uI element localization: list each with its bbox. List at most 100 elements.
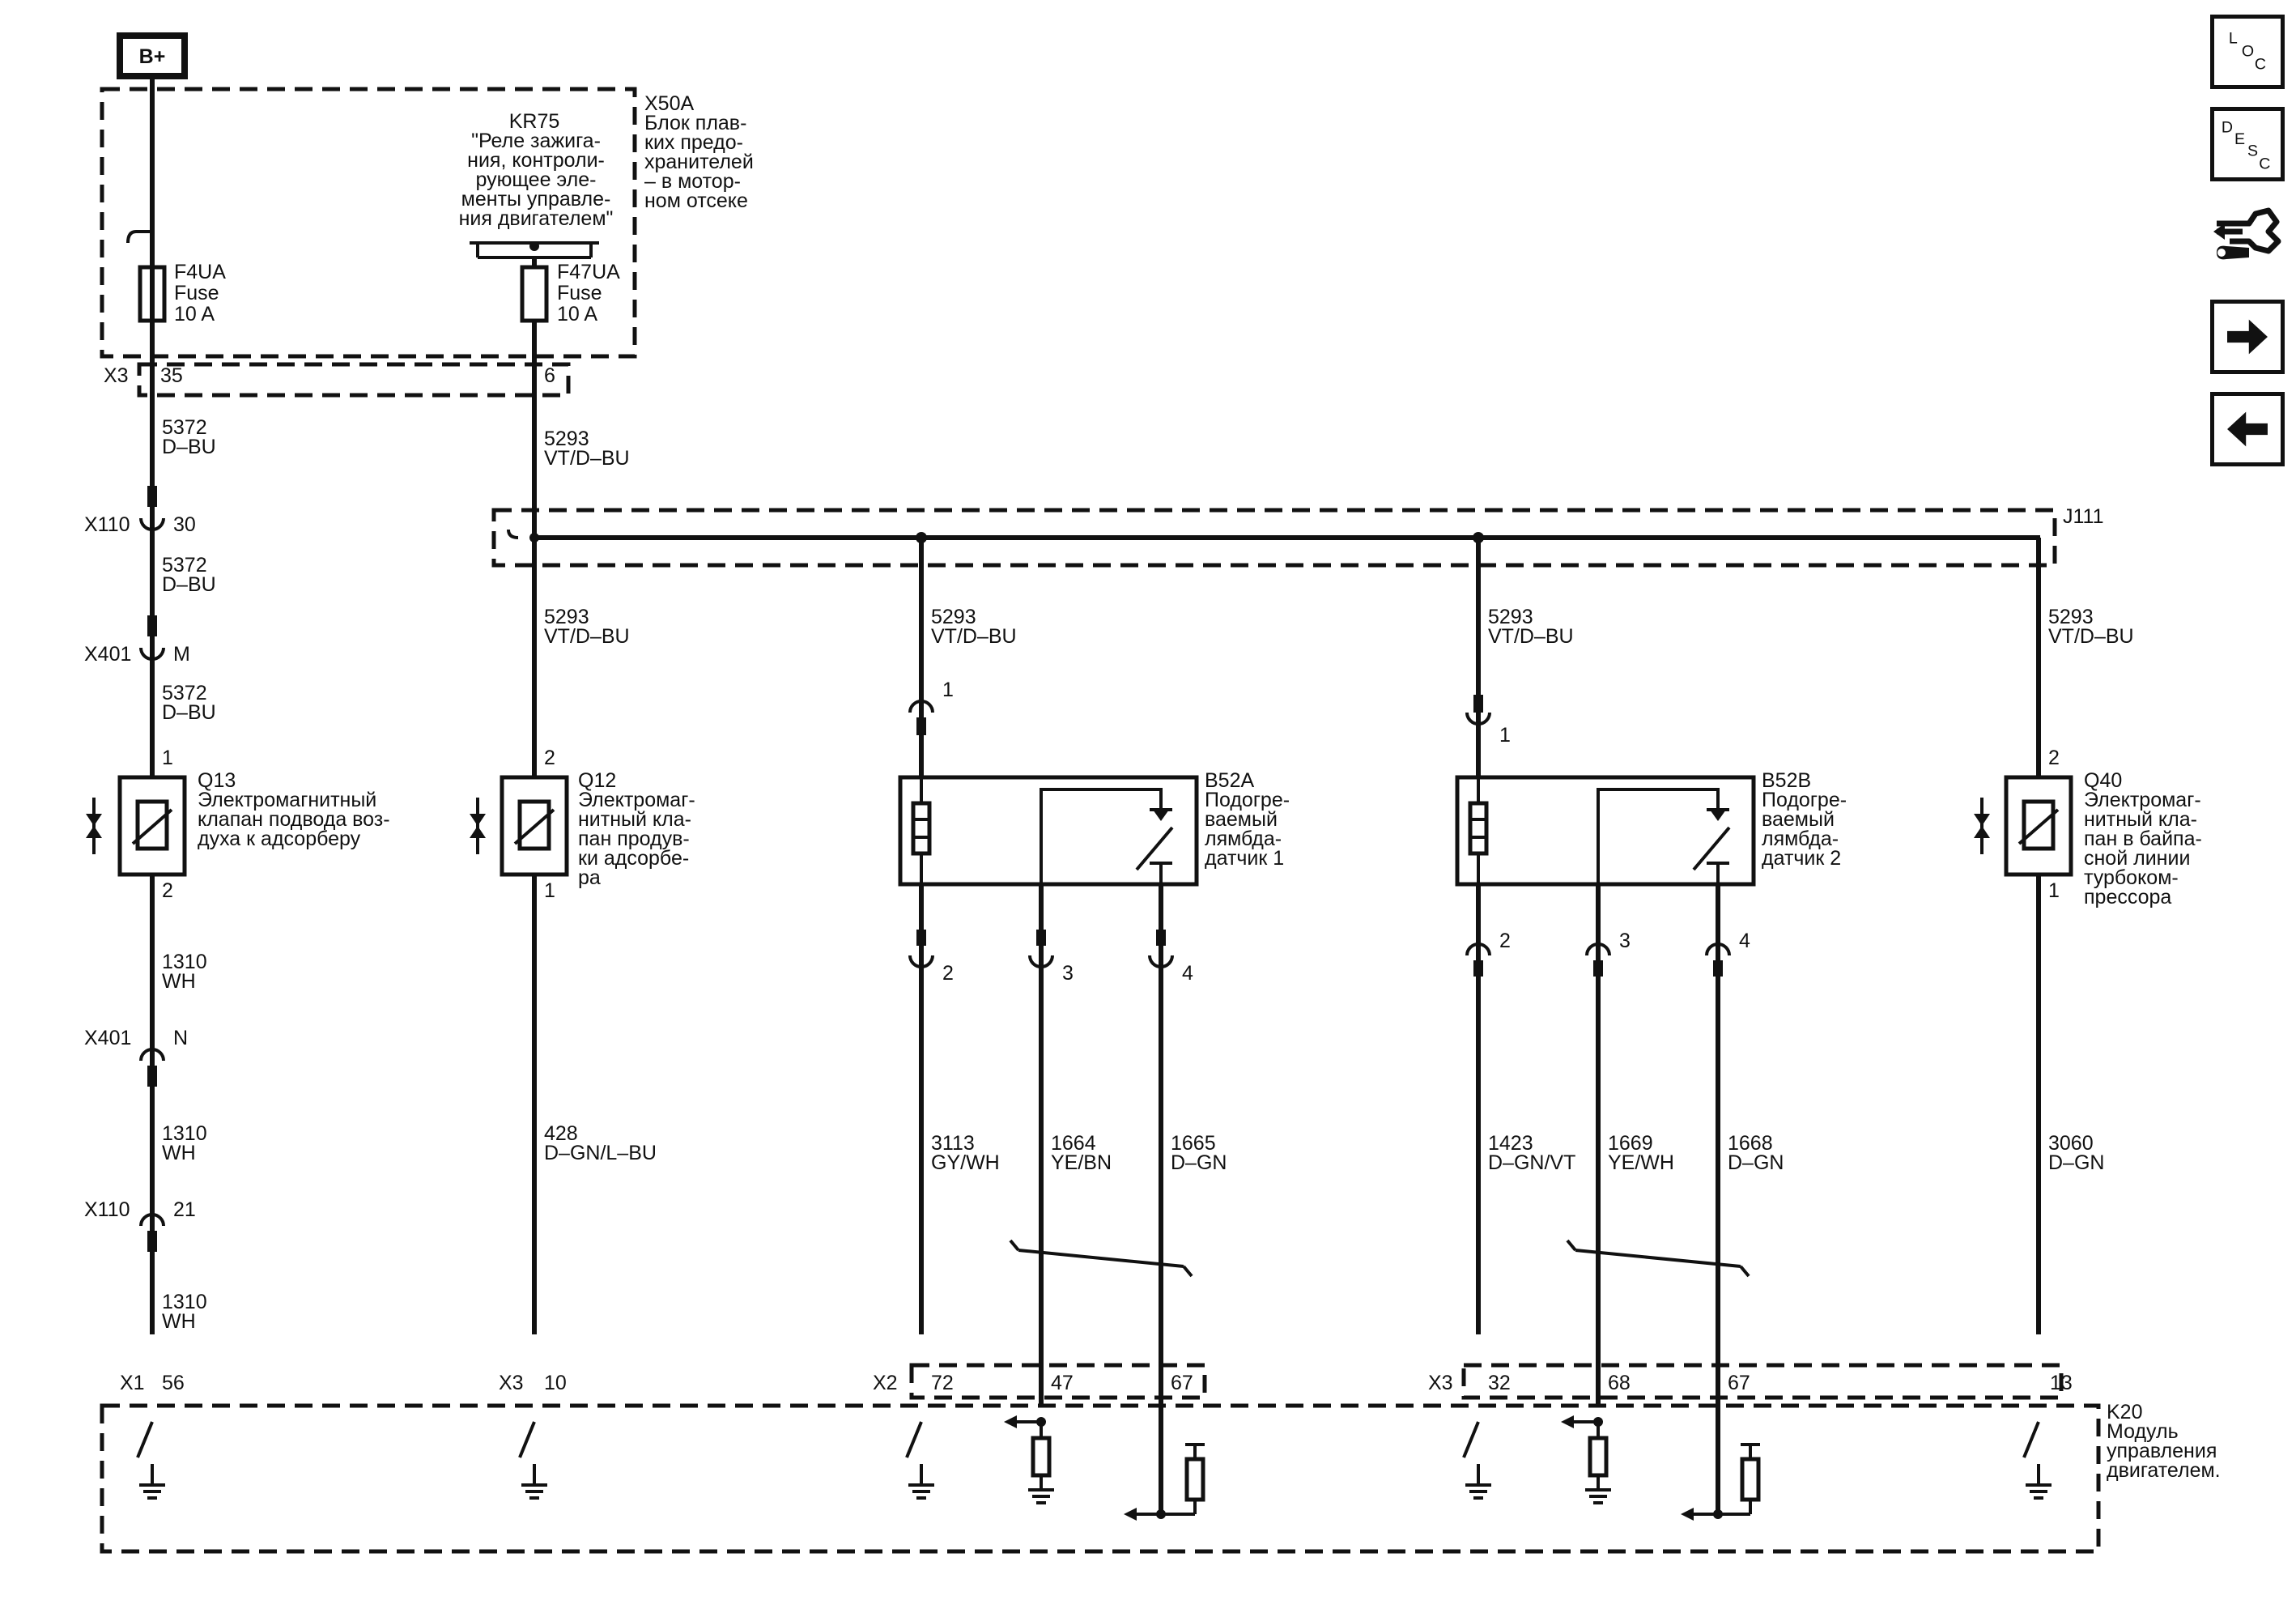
x2-label: X2 [873, 1372, 898, 1394]
svg-text:лямбда-: лямбда- [1762, 828, 1839, 850]
x3-label-right: X3 [1428, 1372, 1453, 1394]
svg-text:Модуль: Модуль [2107, 1420, 2179, 1443]
loc-button[interactable]: L O C [2210, 15, 2285, 89]
svg-text:духа к адсорберу: духа к адсорберу [198, 828, 361, 850]
svg-text:Подогре-: Подогре- [1205, 789, 1290, 811]
b52b-pin-3: 3 [1619, 930, 1631, 952]
x50a-description: Блок плав- ких предо- хранителей – в мот… [644, 112, 754, 212]
x2-connector-outline [909, 1363, 1207, 1400]
svg-text:Электромаг-: Электромаг- [2084, 789, 2201, 811]
svg-text:ном отсеке: ном отсеке [644, 189, 748, 212]
x401-label-a: X401 [84, 643, 131, 666]
b52b-id: B52B [1762, 769, 1811, 792]
wire-1423-color: D–GN/VT [1488, 1151, 1575, 1174]
pin-6: 6 [544, 364, 555, 387]
svg-text:ких предо-: ких предо- [644, 131, 743, 154]
wire-1310-b-color: WH [162, 1142, 196, 1164]
wire-5372-c-num: 5372 [162, 682, 207, 704]
svg-text:ваемый: ваемый [1762, 808, 1835, 831]
svg-text:ра: ра [578, 866, 601, 889]
k20-description: Модуль управления двигателем. [2107, 1420, 2221, 1482]
pin-n: N [173, 1027, 188, 1049]
wire-1310-a-color: WH [162, 970, 196, 993]
x3-connector-outline-top [137, 362, 571, 398]
b52a-twisted-pair-symbol [1009, 1239, 1193, 1278]
x3-label-top: X3 [104, 364, 129, 387]
b52a-pin-4: 4 [1182, 962, 1193, 985]
svg-text:датчик 1: датчик 1 [1205, 847, 1284, 870]
svg-text:лямбда-: лямбда- [1205, 828, 1282, 850]
pin-47: 47 [1051, 1372, 1074, 1394]
wire-5293-a-color: VT/D–BU [544, 447, 630, 470]
wire-1669-num: 1669 [1608, 1132, 1653, 1155]
next-page-button[interactable] [2210, 300, 2285, 374]
loc-icon: L O C [2229, 29, 2266, 73]
svg-text:C: C [2259, 155, 2270, 172]
q12-pin-2: 2 [544, 747, 555, 769]
j111-splice-outline [491, 508, 2057, 568]
pin-67-a: 67 [1171, 1372, 1193, 1394]
svg-text:двигателем.: двигателем. [2107, 1459, 2221, 1482]
svg-text:O: O [2242, 42, 2254, 60]
svg-text:"Реле зажига-: "Реле зажига- [471, 130, 601, 152]
wire-3060-color: D–GN [2048, 1151, 2104, 1174]
wire-1310-b-num: 1310 [162, 1122, 207, 1145]
pin-10: 10 [544, 1372, 567, 1394]
wire-3113-color: GY/WH [931, 1151, 1000, 1174]
b52b-sensor-symbol [1455, 775, 1756, 887]
f4ua-splice-hook [126, 230, 152, 244]
svg-text:турбоком-: турбоком- [2084, 866, 2179, 889]
k20-low-side-driver-10 [518, 1421, 547, 1500]
connector-repair-button[interactable] [2210, 199, 2285, 274]
x50a-fuse-block-outline [100, 87, 637, 359]
wire-428-num: 428 [544, 1122, 578, 1145]
q12-description: Электромаг- нитный кла- пан продув- ки а… [578, 789, 695, 889]
wire-428-color: D–GN/L–BU [544, 1142, 657, 1164]
wire-1664-num: 1664 [1051, 1132, 1096, 1155]
wire-5293-b-num: 5293 [544, 606, 589, 628]
b52a-connector-pins-2-4 [908, 930, 1174, 968]
k20-ecm-outline [100, 1403, 2101, 1554]
wire-5293-e-color: VT/D–BU [2048, 625, 2134, 648]
q13-pin-2: 2 [162, 879, 173, 902]
b52b-pin-2: 2 [1499, 930, 1511, 952]
x1-label: X1 [120, 1372, 145, 1394]
svg-text:хранителей: хранителей [644, 151, 754, 173]
wire-5293-a-num: 5293 [544, 428, 589, 450]
svg-text:клапан подвода воз-: клапан подвода воз- [198, 808, 390, 831]
wire-5372-b-color: D–BU [162, 573, 216, 596]
b52a-description: Подогре- ваемый лямбда- датчик 1 [1205, 789, 1290, 870]
j111-label: J111 [2063, 505, 2104, 528]
b52a-pin-3: 3 [1062, 962, 1074, 985]
arrow-right-icon [2227, 319, 2268, 355]
svg-text:Подогре-: Подогре- [1762, 789, 1847, 811]
connector-x110-pin-30 [139, 486, 165, 531]
f47ua-id: F47UA [557, 261, 620, 283]
desc-button[interactable]: D E S C [2210, 107, 2285, 181]
wire-1310-a-num: 1310 [162, 951, 207, 973]
f47ua-fuse-symbol [520, 265, 549, 323]
connector-x401-pin-m [139, 615, 165, 661]
svg-text:прессора: прессора [2084, 886, 2171, 908]
q13-solenoid-symbol [86, 775, 187, 877]
b52a-pin-1: 1 [942, 679, 954, 701]
svg-text:ния двигателем": ния двигателем" [459, 207, 614, 230]
k20-low-side-driver-13 [2022, 1421, 2052, 1500]
svg-text:Блок плав-: Блок плав- [644, 112, 746, 134]
wire-5293-c-num: 5293 [931, 606, 976, 628]
wire-1423-num: 1423 [1488, 1132, 1533, 1155]
svg-text:C: C [2255, 55, 2266, 73]
svg-text:L: L [2229, 29, 2238, 47]
battery-positive-label: B+ [139, 45, 166, 68]
previous-page-button[interactable] [2210, 392, 2285, 466]
pin-72: 72 [931, 1372, 954, 1394]
wire-1310-c-num: 1310 [162, 1291, 207, 1313]
svg-text:ваемый: ваемый [1205, 808, 1278, 831]
pin-35: 35 [160, 364, 183, 387]
svg-text:ния, контроли-: ния, контроли- [467, 149, 605, 172]
wire-1668-num: 1668 [1728, 1132, 1773, 1155]
wire-1310-c-color: WH [162, 1310, 196, 1333]
f4ua-type: Fuse [174, 282, 219, 304]
svg-text:датчик 2: датчик 2 [1762, 847, 1841, 870]
x3-label-left: X3 [499, 1372, 524, 1394]
